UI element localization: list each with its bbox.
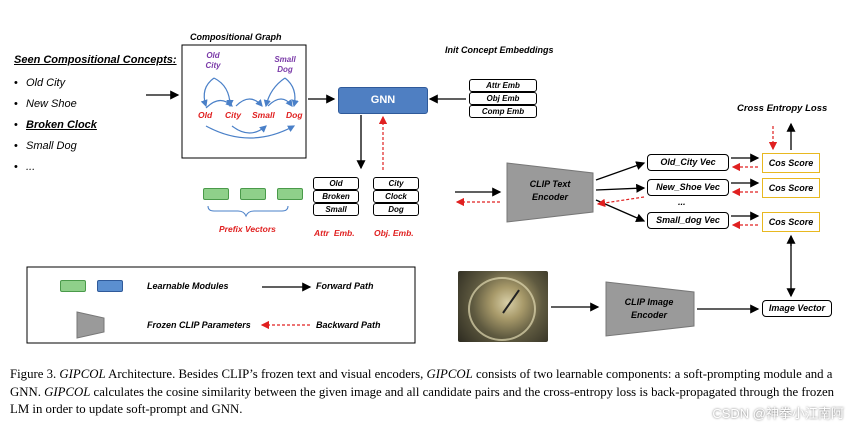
concept-item: •Small Dog — [14, 140, 77, 152]
legend-frozen-label: Frozen CLIP Parameters — [147, 320, 251, 330]
init-emb-box: Comp Emb — [469, 105, 537, 118]
legend-learnable-label: Learnable Modules — [147, 281, 229, 291]
obj-emb-box: Dog — [373, 203, 419, 216]
prefix-vector — [203, 188, 229, 200]
concept-item: •... — [14, 161, 36, 173]
cos-score: Cos Score — [762, 212, 820, 232]
obj-emb-box: Clock — [373, 190, 419, 203]
graph-node: Dog — [286, 110, 303, 120]
attr-emb-box: Broken — [313, 190, 359, 203]
legend-backward-label: Backward Path — [316, 320, 381, 330]
prefix-vector — [240, 188, 266, 200]
gnn-module: GNN — [338, 87, 428, 114]
watermark: CSDN @神拳小江南阿 — [712, 406, 844, 421]
graph-pair-node: Small Dog — [274, 55, 296, 74]
obj-emb-box: City — [373, 177, 419, 190]
attr-emb-label: Attr Emb. — [314, 228, 355, 238]
text-vector: Small_dog Vec — [647, 212, 729, 229]
graph-pair-node: Old City — [205, 51, 221, 70]
concept-item: •New Shoe — [14, 98, 77, 110]
prefix-vectors-label: Prefix Vectors — [219, 224, 276, 234]
input-image — [458, 271, 548, 342]
prefix-vector — [277, 188, 303, 200]
vector-ellipsis: ... — [678, 197, 686, 207]
text-vector: Old_City Vec — [647, 154, 729, 171]
obj-emb-label: Obj. Emb. — [374, 228, 414, 238]
clip-text-encoder: CLIP Text Encoder — [529, 179, 571, 202]
image-vector: Image Vector — [762, 300, 832, 317]
loss-label: Cross Entropy Loss — [737, 103, 828, 114]
concept-item-highlight: •Broken Clock — [14, 119, 97, 131]
concept-item: •Old City — [14, 77, 66, 89]
architecture-diagram — [26, 44, 796, 344]
cos-score: Cos Score — [762, 178, 820, 198]
legend-forward-label: Forward Path — [316, 281, 374, 291]
init-emb-box: Attr Emb — [469, 79, 537, 92]
cos-score: Cos Score — [762, 153, 820, 173]
legend-green-swatch — [60, 280, 86, 292]
figure-caption: Figure 3. GIPCOL Architecture. Besides C… — [10, 367, 835, 416]
graph-node: City — [225, 110, 242, 120]
legend-blue-swatch — [97, 280, 123, 292]
graph-node: Old — [198, 110, 213, 120]
attr-emb-box: Small — [313, 203, 359, 216]
init-emb-box: Obj Emb — [469, 92, 537, 105]
seen-concepts-title: Seen Compositional Concepts: — [14, 54, 177, 66]
text-vector: New_Shoe Vec — [647, 179, 729, 196]
attr-emb-box: Old — [313, 177, 359, 190]
graph-node: Small — [252, 110, 275, 120]
clip-image-encoder: CLIP Image Encoder — [624, 297, 674, 320]
init-embeddings-title: Init Concept Embeddings — [445, 45, 554, 55]
graph-title: Compositional Graph — [190, 32, 282, 42]
